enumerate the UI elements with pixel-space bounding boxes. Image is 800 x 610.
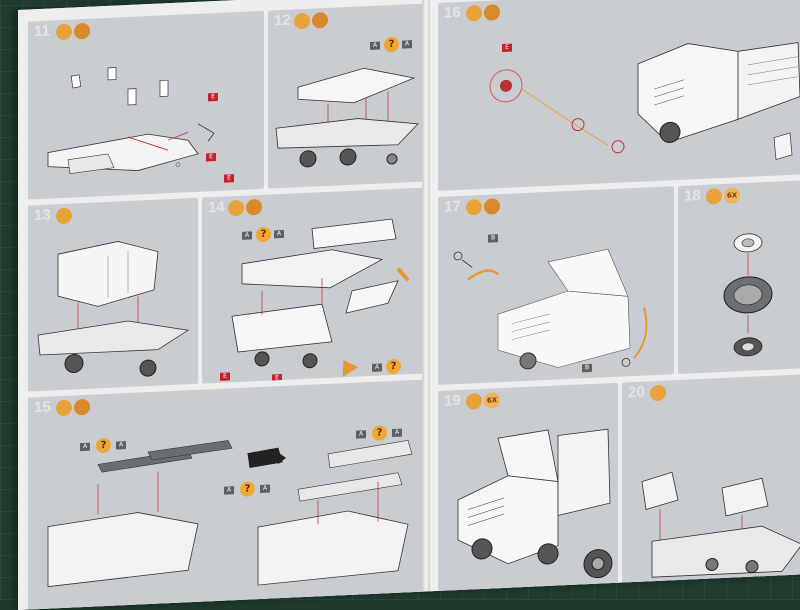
step-17-panel: 17 B B	[438, 186, 674, 385]
flag-a: A	[372, 363, 382, 372]
step-13-drawing	[37, 241, 190, 377]
step-20-drawing	[641, 471, 800, 578]
step-17-drawing	[453, 248, 648, 370]
flag-e: E	[208, 92, 218, 102]
step-15-drawing	[47, 439, 413, 588]
left-page: 11 E E E 12 A ? A	[18, 0, 426, 610]
step-14-panel: 14 A ? A E E A ?	[202, 187, 424, 384]
step-16-drawing	[489, 42, 800, 161]
step-15-panel: 15 A ? A A ? A A ? A	[28, 379, 424, 610]
step-18-drawing	[723, 233, 773, 357]
step-19-drawing	[457, 428, 613, 579]
instruction-booklet: 11 E E E 12 A ? A	[18, 0, 800, 610]
step-18-panel: 18 6X	[678, 179, 800, 375]
step-20-panel: 20	[622, 373, 800, 583]
step-12-drawing	[275, 67, 419, 168]
step-11-drawing	[47, 67, 215, 174]
step-19-panel: 19 6X	[438, 382, 618, 591]
step-12-panel: 12 A ? A	[268, 3, 424, 189]
step-13-panel: 13	[28, 197, 198, 392]
flag-e: E	[272, 374, 282, 383]
flag-e: E	[220, 372, 230, 381]
flag-e: E	[224, 174, 234, 183]
step-11-panel: 11 E E E	[28, 10, 264, 200]
flag-e: E	[206, 153, 216, 162]
step-16-panel: 16 E	[438, 0, 800, 191]
right-page: 16 E 17 B B	[430, 0, 800, 592]
step-14-drawing	[231, 218, 410, 369]
